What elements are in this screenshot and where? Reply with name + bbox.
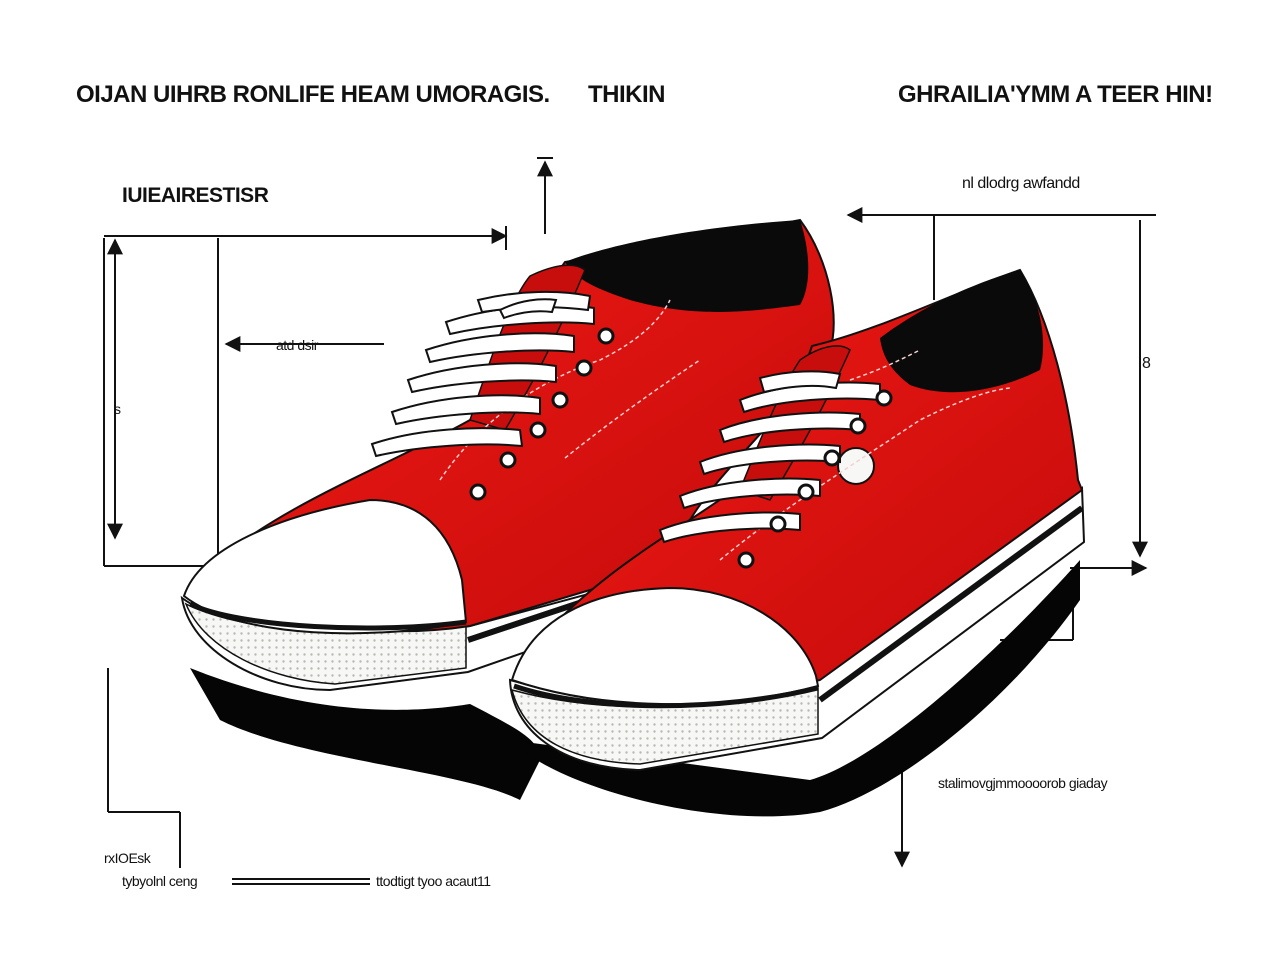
bottom-left-label: tybyolnl ceng xyxy=(122,873,198,889)
right-sneaker-eyelets xyxy=(737,389,893,569)
header-left-title: OIJAN UIHRB RONLIFE HEAM UMORAGIS. xyxy=(76,81,550,108)
bottom-right-label: ttodtigt tyoo acaut11 xyxy=(376,873,491,889)
upper-left-label: IUIEAIRESTISR xyxy=(122,184,269,207)
left-sneaker-laces xyxy=(370,290,595,458)
left-sneaker-eyelets xyxy=(469,327,615,501)
header-middle-title: THIKIN xyxy=(588,81,666,108)
lower-right-label: stalimovgjmmoooorob giaday xyxy=(938,775,1108,791)
bottom-code: rxIOEsk xyxy=(104,850,151,866)
upper-right-label: nl dlodrg awfandd xyxy=(962,175,1080,192)
right-marker: 8 xyxy=(1142,355,1151,372)
dimension-lines xyxy=(103,157,1156,885)
right-sneaker-laces xyxy=(658,370,881,544)
shoe-shadows xyxy=(190,560,1080,817)
header-right-title: GHRAILIA'YMM A TEER HIN! xyxy=(898,81,1213,108)
right-sneaker xyxy=(508,268,1086,772)
